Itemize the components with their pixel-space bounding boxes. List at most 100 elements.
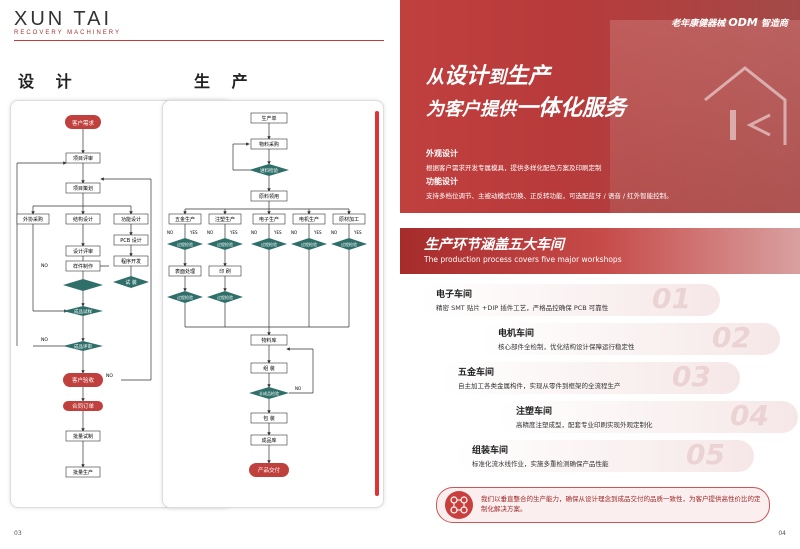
workshop-item: 五金车间 自主加工各类金属构件，实现从零件到框架的全流程生产 03 [440,360,740,394]
feature-text: 根据客户需求开发专属模具，提供多样化配色方案及印刷定制 [426,164,602,172]
production-flow-panel: 生产单 物料采购 进料检验 原料领用 五金生产 注塑生产 电子生产 电机生产 原… [162,100,384,508]
no-label: NO [207,230,213,235]
feature-text: 支持多档位调节、主被动模式切换、正反转功能，可选配蓝牙 / 语音 / 红外智能控… [426,192,673,200]
logo-main-text: XUN TAI [14,8,113,30]
workshops-band: 生产环节涵盖五大车间 The production process covers… [400,228,800,274]
no-label: NO [41,337,48,343]
flow-decision-label: 成品试样 [74,308,92,315]
hero-title-part: 从 [426,67,444,88]
workshop-number: 03 [672,360,711,393]
workshop-desc: 核心部件全检制，优化结构设计保障运行稳定性 [498,343,635,351]
production-section-title: 生 产 [194,72,256,91]
workshop-desc: 标准化流水线作业，实施多重检测确保产品性能 [472,460,609,468]
flow-decision-label: 半成品检验 [259,390,279,396]
left-page: XUN TAI RECOVERY MACHINERY 设 计 生 产 [10,8,384,537]
workshop-name: 注塑车间 [516,407,553,417]
yes-label: YES [353,230,362,235]
workshops-subheading: The production process covers five major… [424,255,622,264]
page-number-right: 04 [778,530,786,537]
no-label: NO [251,230,257,235]
yes-label: YES [313,230,322,235]
flow-node-label: 原材加工 [339,216,359,223]
no-label: NO [295,386,301,391]
workshop-item: 注塑车间 高精度注塑成型，配套专业印刷实现外观定制化 04 [498,399,798,433]
panel-scrollbar[interactable] [375,111,379,496]
design-section-title: 设 计 [18,72,80,91]
flow-decision-label: 过程检验 [177,294,193,300]
flow-node-label: 包 装 [263,415,275,422]
flow-node-label: 原料领用 [259,193,279,200]
hero-title-part: 为客户提供 [426,99,516,120]
summary-box: 我们以垂直整合的生产能力，确保从设计理念到成品交付的品质一致性，为客户提供高性价… [436,487,770,523]
feature-heading: 功能设计 [426,177,458,186]
flow-node-label: 物料采购 [259,141,279,148]
workshop-name: 五金车间 [458,368,495,378]
flow-decision-label: 过程检验 [261,241,277,247]
brand-logo: XUN TAI RECOVERY MACHINERY [14,8,121,36]
flow-decision-label: 过程检验 [217,294,233,300]
workshop-desc: 高精度注塑成型，配套专业印刷实现外观定制化 [516,421,653,429]
flow-end-label: 产品交付 [258,466,281,474]
workshop-number: 04 [730,399,769,432]
flow-node-label: 功能设计 [121,216,141,223]
flow-node-label: 物料库 [261,337,276,344]
workshop-name: 组装车间 [472,446,509,456]
no-label: NO [41,263,48,269]
feature-function: 功能设计 支持多档位调节、主被动模式切换、正反转功能，可选配蓝牙 / 语音 / … [426,176,673,200]
flow-node-label: 表面处理 [175,268,195,275]
flow-node-label: 生产单 [261,115,276,122]
summary-text: 我们以垂直整合的生产能力，确保从设计理念到成品交付的品质一致性，为客户提供高性价… [481,495,761,513]
flow-node-label: 五金生产 [175,216,195,223]
flow-confirm-label: 客户验收 [72,376,95,384]
flow-node-label: 项目评审 [73,155,93,162]
factory-outline-icon [704,66,787,145]
hero-tag: 老年康健器械 ODM 智造商 [671,16,788,29]
page-number-left: 03 [14,530,22,537]
flow-node-label: 项目策划 [73,185,93,192]
feature-heading: 外观设计 [426,149,458,158]
flow-node-label: 批量试制 [73,433,93,440]
flow-node-label: 电机生产 [299,216,319,223]
workshop-number: 01 [652,282,691,315]
no-label: NO [106,373,113,379]
flow-node-label: 结构设计 [73,216,93,223]
flow-node-label: 注塑生产 [215,216,235,223]
flow-node-label: 样件制作 [73,263,93,270]
workshop-desc: 精密 SMT 贴片 +DIP 插件工艺，严格品控确保 PCB 可靠性 [436,304,609,312]
no-label: NO [291,230,297,235]
workshop-desc: 自主加工各类金属构件，实现从零件到框架的全流程生产 [458,382,621,390]
yes-label: YES [189,230,198,235]
hero-title-part: 生产 [506,64,551,89]
flow-contract-label: 合同订单 [72,402,95,410]
right-page: 老年康健器械 ODM 智造商 从设计到生产 为客户提供一体化服务 外观设计 根据… [400,0,800,549]
flow-node-label: PCB 设计 [120,237,142,244]
workshop-item: 电机车间 核心部件全检制，优化结构设计保障运行稳定性 02 [480,321,780,355]
workshop-item: 组装车间 标准化流水线作业，实施多重检测确保产品性能 05 [454,438,754,472]
no-label: NO [331,230,337,235]
header-divider [14,40,384,41]
workshops-heading: 生产环节涵盖五大车间 [424,237,564,253]
flow-node-label: 批量生产 [73,469,93,476]
flow-decision-label: 试 装 [125,279,137,286]
production-flowchart: 生产单 物料采购 进料检验 原料领用 五金生产 注塑生产 电子生产 电机生产 原… [167,112,367,477]
flow-node-label: 组 装 [263,365,275,372]
flow-decision-label: 过程检验 [177,241,193,247]
workshop-name: 电机车间 [498,329,535,339]
hero-title-line1: 从设计到生产 [426,58,550,90]
hero-title-line2: 为客户提供一体化服务 [426,90,626,122]
flow-decision-label: 成品评审 [74,343,92,350]
workshop-number: 05 [686,438,725,471]
hero-tag-a: 老年康健器械 [671,19,726,29]
yes-label: YES [273,230,282,235]
feature-appearance: 外观设计 根据客户需求开发专属模具，提供多样化配色方案及印刷定制 [426,148,602,172]
hero-tag-b: ODM [728,16,758,29]
design-flowchart: 客户需求 项目评审 项目策划 外协采购 结构设计 功能设计 设计评审 PCB 设… [16,115,152,478]
flow-node-label: 成品库 [261,437,276,444]
hero-title-part: 设计 [444,64,489,89]
flow-node-label: 程序开发 [121,258,141,265]
flow-node-label: 设计评审 [73,248,93,255]
workshop-name: 电子车间 [436,290,473,300]
flow-decision-label: 过程检验 [217,241,233,247]
logo-sub-text: RECOVERY MACHINERY [14,30,122,36]
flow-node-label: 外协采购 [23,216,43,223]
